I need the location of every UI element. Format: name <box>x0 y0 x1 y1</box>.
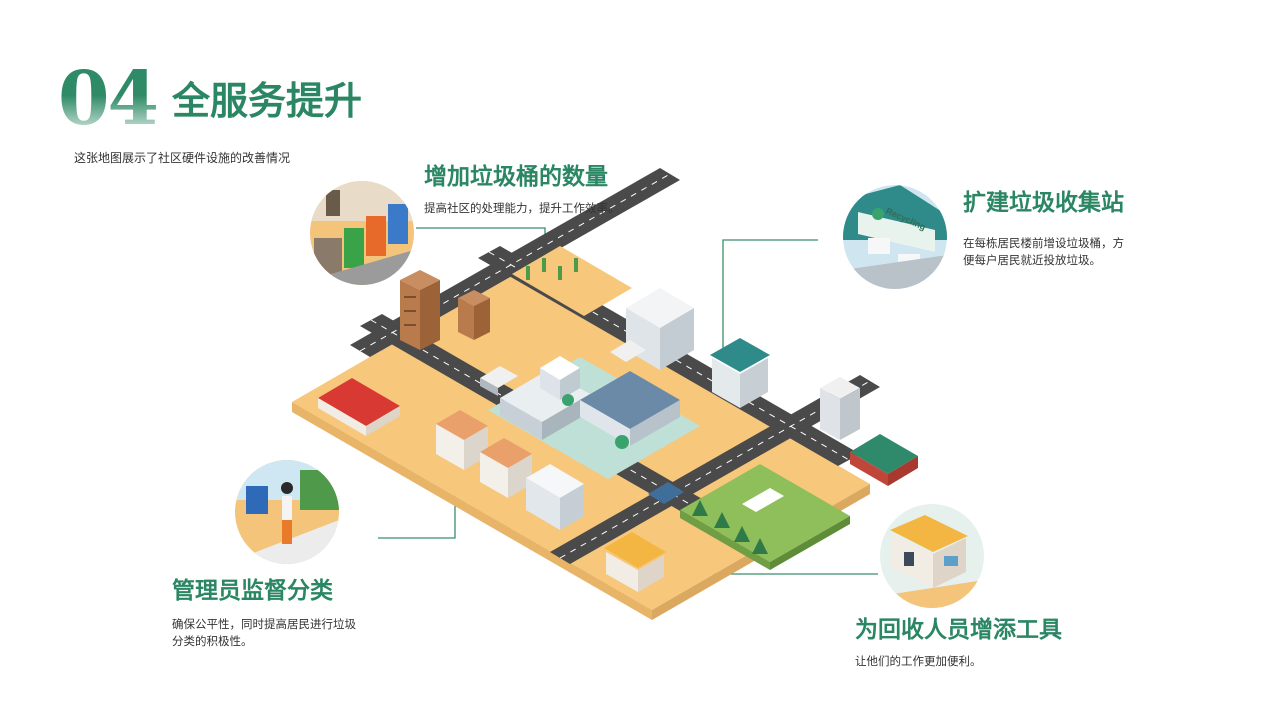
manager-illustration <box>235 460 339 564</box>
callout-bins-title: 增加垃圾桶的数量 <box>424 164 608 190</box>
callout-station-desc-line1: 在每栋居民楼前增设垃圾桶，方 <box>963 236 1124 250</box>
callout-manager-desc-line2: 分类的积极性。 <box>172 634 253 648</box>
apartment-towers-right <box>626 288 860 440</box>
apartment-blocks-lower <box>436 410 584 530</box>
callout-manager-desc-line1: 确保公平性，同时提高居民进行垃圾 <box>172 617 356 631</box>
connector-station <box>722 239 818 360</box>
garden-top <box>512 246 632 316</box>
tool-shop-illustration <box>880 504 984 608</box>
callout-manager-title: 管理员监督分类 <box>172 578 333 604</box>
warehouse-left <box>318 378 400 436</box>
callout-tools-title: 为回收人员增添工具 <box>855 617 1062 643</box>
apartment-towers-left <box>400 270 490 350</box>
callout-station-title: 扩建垃圾收集站 <box>963 190 1124 216</box>
recycling-plant <box>488 356 700 479</box>
park <box>680 464 850 570</box>
callout-tools-desc: 让他们的工作更加便利。 <box>855 654 982 668</box>
page-subtitle: 这张地图展示了社区硬件设施的改善情况 <box>74 151 291 165</box>
shop-lower <box>604 532 666 592</box>
section-number: 04 <box>58 56 159 142</box>
barn-right <box>850 434 918 486</box>
page-title: 全服务提升 <box>172 79 363 123</box>
callout-bins-desc: 提高社区的处理能力，提升工作效率。 <box>424 201 620 215</box>
bins-illustration <box>310 181 414 285</box>
callout-station-desc-line2: 便每户居民就近投放垃圾。 <box>963 253 1101 267</box>
garbage-trucks <box>480 340 684 504</box>
recycling-station-illustration: Recycling <box>843 185 947 289</box>
